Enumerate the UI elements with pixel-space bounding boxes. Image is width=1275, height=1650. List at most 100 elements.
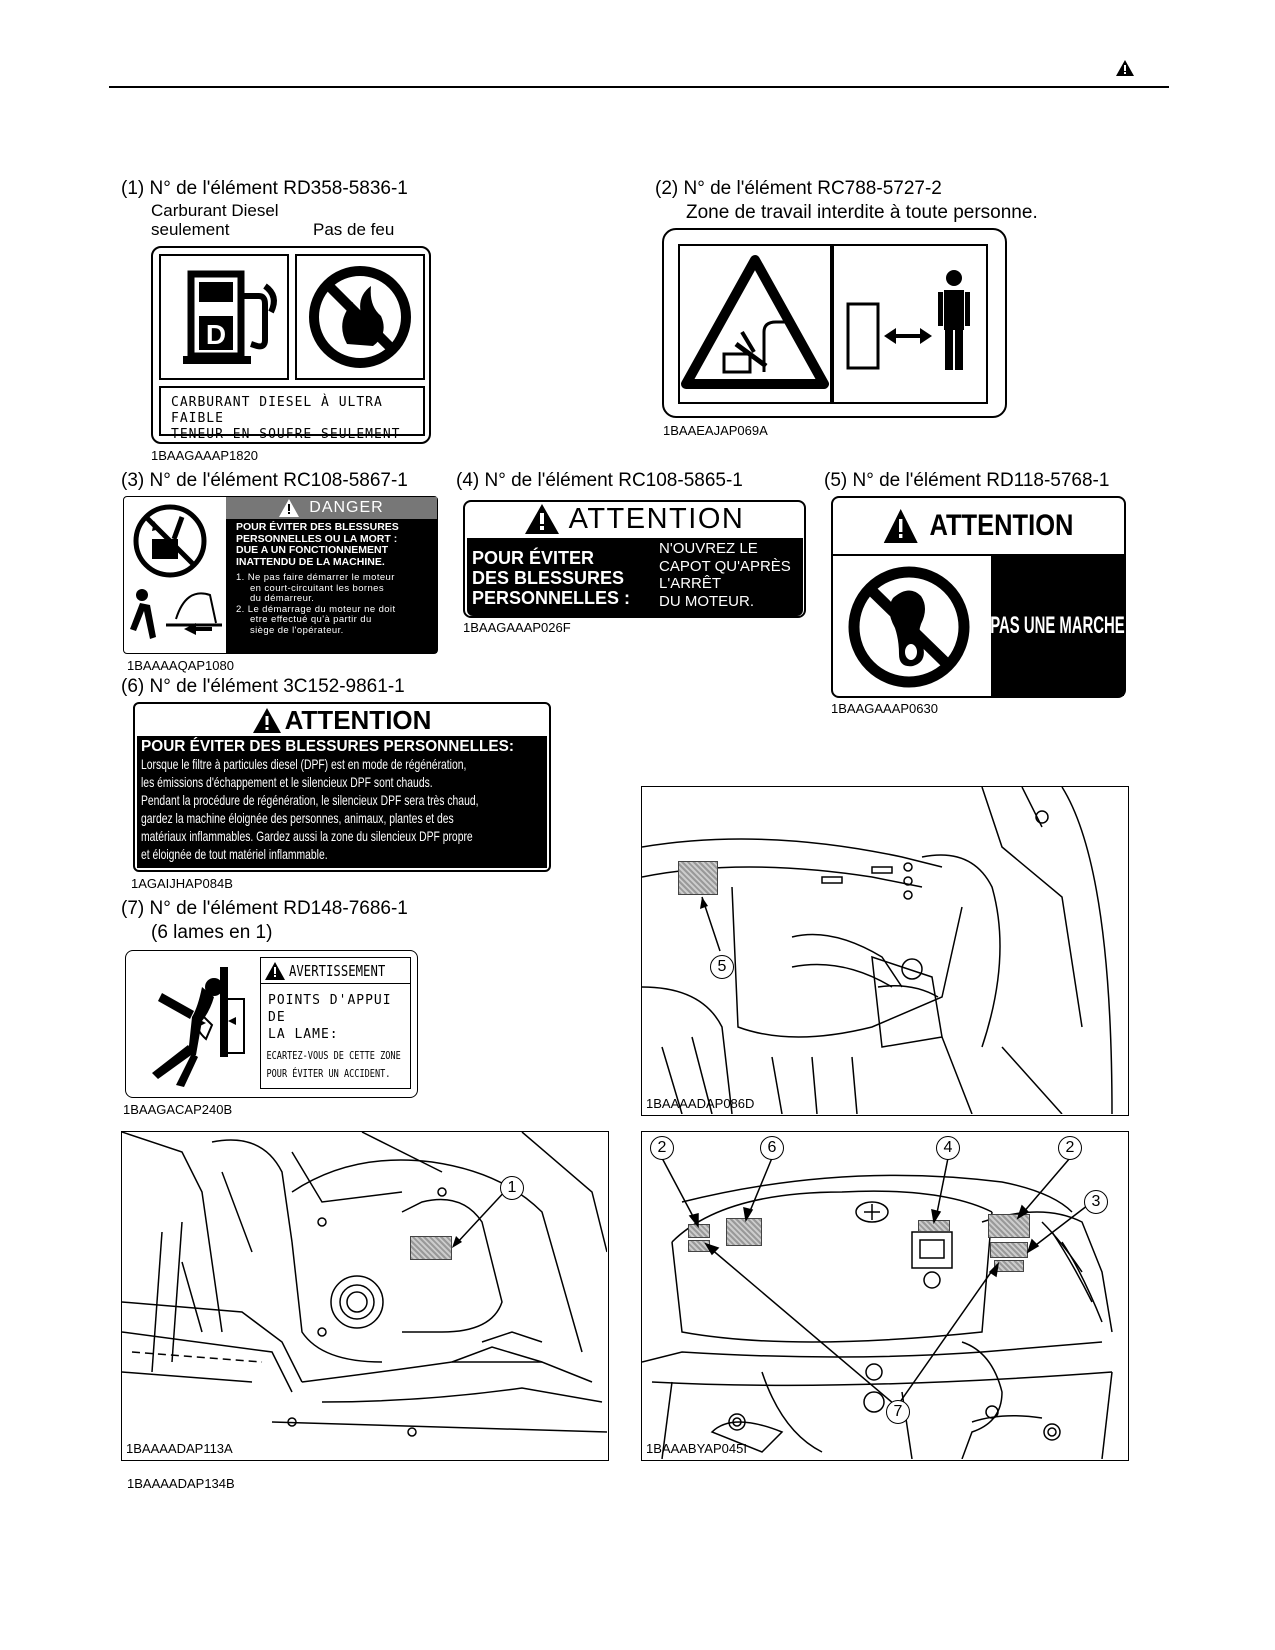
callout-3: 3	[1084, 1190, 1108, 1214]
warning-triangle-icon	[252, 707, 281, 733]
label-7-sticker: AVERTISSEMENT POINTS D'APPUI DE LA LAME:…	[125, 950, 418, 1098]
label-6-code: 1AGAIJHAP084B	[131, 876, 233, 891]
warning-triangle-icon	[883, 509, 918, 543]
label-4-header: ATTENTION	[465, 502, 804, 536]
illustration-fuel-side: 1 1BAAAADAP113A	[121, 1131, 609, 1461]
label-1-sticker: D CARBURANT DIESEL À ULTRA FAIBLE TENEUR…	[151, 246, 431, 444]
label-4-header-text: ATTENTION	[568, 502, 745, 535]
decal-position-1	[410, 1236, 452, 1260]
callout-leaders	[661, 1157, 1093, 1405]
decal-position-7-right	[994, 1260, 1024, 1272]
label-6-caption: (6) N° de l'élément 3C152-9861-1	[121, 676, 405, 697]
callout-leader-5	[700, 896, 721, 952]
label-3-text-panel: DANGER POUR ÉVITER DES BLESSURES PERSONN…	[226, 497, 437, 653]
label-5-header: ATTENTION	[855, 498, 1102, 554]
label-7-text-panel: AVERTISSEMENT POINTS D'APPUI DE LA LAME:…	[260, 957, 411, 1089]
label-1-sub-left-1: Carburant Diesel	[151, 201, 279, 220]
label-2-sticker	[662, 228, 1007, 418]
decal-position-2-left	[688, 1224, 710, 1238]
no-step-icon	[839, 564, 979, 690]
label-3-bold-1: POUR ÉVITER DES BLESSURES	[236, 521, 399, 533]
callout-5: 5	[710, 955, 734, 979]
label-3-bold-2: PERSONNELLES OU LA MORT :	[236, 532, 398, 545]
callout-2-left: 2	[650, 1136, 674, 1160]
label-6-body: POUR ÉVITER DES BLESSURES PERSONNELLES: …	[137, 736, 547, 868]
label-4-code: 1BAAGAAAP026F	[463, 620, 571, 635]
warning-triangle-icon	[1116, 60, 1134, 76]
label-1-panel-line1: CARBURANT DIESEL À ULTRA FAIBLE	[171, 395, 383, 426]
label-5-code: 1BAAGAAAP0630	[831, 701, 938, 716]
label-3-item-2-2: etre effectué qu'à partir du	[250, 614, 372, 625]
label-2-sub: Zone de travail interdite à toute person…	[686, 202, 1038, 223]
label-3-bold-3: DUE A UN FONCTIONNEMENT	[236, 544, 389, 556]
decal-position-7-left	[688, 1240, 710, 1252]
label-7-line-4: POUR ÉVITER UN ACCIDENT.	[266, 1067, 391, 1080]
label-1-sub-left-2: seulement	[151, 220, 230, 239]
decal-position-6	[726, 1218, 762, 1246]
crush-warning-icon	[678, 244, 832, 404]
diesel-pump-icon: D	[159, 254, 289, 380]
label-1-sub-right: Pas de feu	[313, 220, 395, 239]
label-3-caption: (3) N° de l'élément RC108-5867-1	[121, 470, 408, 491]
label-4-left-text: POUR ÉVITER DES BLESSURES PERSONNELLES :	[472, 548, 630, 608]
label-5-caption: (5) N° de l'élément RD118-5768-1	[824, 470, 1110, 491]
warning-triangle-icon	[524, 504, 559, 534]
label-3-code: 1BAAAAQAP1080	[127, 658, 234, 673]
decal-position-3	[990, 1242, 1028, 1258]
label-6-line-3: Pendant la procédure de régénération, le…	[141, 792, 479, 808]
label-1-code: 1BAAGAAAP1820	[151, 448, 258, 463]
label-3-item-1-1: 1. Ne pas faire démarrer le moteur	[236, 572, 395, 583]
label-7-line-1: POINTS D'APPUI DE	[268, 993, 392, 1025]
illustration-rear-view: 2 6 4 2 3 7 1BAAABYAP045I	[641, 1131, 1129, 1461]
label-4-right-text: N'OUVREZ LE CAPOT QU'APRÈS L'ARRÊT DU MO…	[659, 540, 791, 610]
callout-leader-1	[452, 1187, 509, 1248]
label-6-sticker: ATTENTION POUR ÉVITER DES BLESSURES PERS…	[133, 702, 551, 872]
label-4-right-3: L'ARRÊT	[659, 575, 722, 592]
label-3-bold-4: INATTENDU DE LA MACHINE.	[236, 555, 385, 568]
callout-2-right: 2	[1058, 1136, 1082, 1160]
label-3-header-text: DANGER	[309, 499, 384, 516]
engine-side-drawing	[642, 787, 1113, 1114]
label-6-line-4: gardez la machine éloignée des personnes…	[141, 810, 454, 826]
label-7-header-text: AVERTISSEMENT	[288, 961, 386, 980]
header-rule	[109, 86, 1169, 88]
label-7-line-2: LA LAME:	[268, 1027, 339, 1042]
label-6-header: ATTENTION	[135, 704, 549, 736]
no-fire-icon	[295, 254, 425, 380]
label-3-sticker: DANGER POUR ÉVITER DES BLESSURES PERSONN…	[123, 496, 438, 654]
label-5-sticker: ATTENTION PAS UNE MARCHE	[831, 496, 1126, 698]
label-2-code: 1BAAEAJAP069A	[663, 423, 768, 438]
decal-position-4	[918, 1220, 950, 1232]
label-4-sticker: ATTENTION POUR ÉVITER DES BLESSURES PERS…	[463, 500, 806, 618]
label-4-left-2: DES BLESSURES	[472, 568, 625, 588]
label-3-item-1-2: en court-circuitant les bornes	[250, 582, 384, 594]
label-3-item-1-3: du démarreur.	[250, 593, 315, 604]
callout-6: 6	[760, 1136, 784, 1160]
fuel-side-drawing	[122, 1132, 607, 1437]
label-6-line-1: Lorsque le filtre à particules diesel (D…	[141, 756, 467, 772]
label-3-item-2-1: 2. Le démarrage du moteur ne doit	[236, 603, 396, 615]
decal-position-5	[678, 861, 718, 895]
label-1-caption: (1) N° de l'élément RD358-5836-1	[121, 178, 408, 199]
label-6-bold-line: POUR ÉVITER DES BLESSURES PERSONNELLES:	[141, 738, 514, 755]
label-7-line-3: ECARTEZ-VOUS DE CETTE ZONE	[266, 1049, 401, 1062]
keep-distance-icon	[832, 244, 988, 404]
warning-triangle-icon	[279, 499, 300, 517]
label-6-line-6: et éloignée de tout matériel inflammable…	[141, 846, 328, 862]
label-7-header: AVERTISSEMENT	[261, 958, 410, 984]
bottom-code: 1BAAAADAP134B	[127, 1476, 235, 1491]
illustration-engine-side: 5 1BAAAADAP086D	[641, 786, 1129, 1116]
pinch-point-icon	[132, 957, 257, 1089]
illustration-c-code: 1BAAABYAP045I	[646, 1441, 747, 1456]
label-3-icons	[126, 499, 224, 651]
label-6-header-text: ATTENTION	[284, 704, 432, 735]
label-6-line-2: les émissions d'échappement et le silenc…	[141, 774, 433, 790]
label-3-header: DANGER	[226, 497, 437, 519]
no-tool-start-icon	[130, 504, 222, 639]
label-4-right-1: N'OUVREZ LE	[659, 540, 758, 557]
label-4-right-2: CAPOT QU'APRÈS	[659, 557, 791, 575]
warning-triangle-icon	[264, 961, 285, 980]
label-5-right-text: PAS UNE MARCHE	[990, 611, 1125, 639]
label-5-header-text: ATTENTION	[929, 509, 1074, 542]
label-7-code: 1BAAGACAP240B	[123, 1102, 233, 1117]
